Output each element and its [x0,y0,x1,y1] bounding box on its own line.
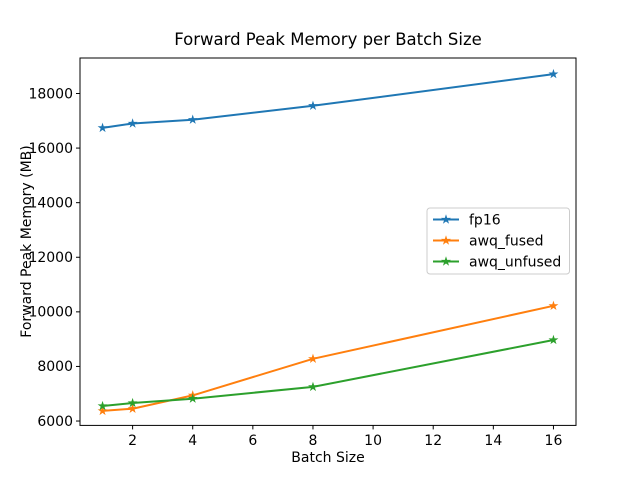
x-tick-label: 4 [188,433,197,449]
y-axis-label: Forward Peak Memory (MB) [19,145,35,337]
series-marker-fp16 [548,68,559,79]
y-tick-label: 12000 [28,250,73,266]
x-tick-label: 16 [545,433,563,449]
legend-marker [441,235,451,245]
y-tick-label: 8000 [37,359,73,375]
series-line-fp16 [101,73,555,129]
x-tick-label: 8 [309,433,318,449]
series-marker-awq_unfused [97,400,108,411]
series-marker-awq_unfused [548,334,559,345]
series-marker-awq_fused [308,353,318,364]
series-marker-awq_fused [548,300,559,311]
legend-marker [441,256,451,266]
series-marker-awq_fused [127,403,138,413]
legend-marker [441,214,451,224]
series-line-awq_unfused [101,339,555,407]
x-axis-label: Batch Size [291,450,364,466]
series-marker-awq_fused [97,405,108,416]
x-tick-label: 6 [248,433,257,449]
legend-label-fp16: fp16 [469,213,501,229]
y-tick-label: 16000 [28,141,73,157]
series-marker-fp16 [97,122,108,133]
series-marker-awq_unfused [187,393,198,403]
x-tick-label: 2 [128,433,137,449]
legend-box [426,207,570,275]
y-tick-label: 6000 [37,414,73,430]
x-tick-label: 12 [424,433,442,449]
legend-label-awq_unfused: awq_unfused [469,255,561,271]
axes-border [79,57,577,426]
series-marker-awq_unfused [308,381,318,392]
plot-area: 6000 8000 10000 12000 14000 16000 18000 2 4 6 8 10 1… [28,57,577,449]
y-tick-label: 14000 [28,195,73,211]
series-marker-fp16 [187,114,198,124]
chart-title: Forward Peak Memory per Batch Size [174,30,482,49]
series-marker-fp16 [308,100,318,110]
series-marker-awq_unfused [127,397,138,408]
series-marker-fp16 [127,118,138,128]
x-tick-label: 14 [484,433,502,449]
y-tick-label: 18000 [28,86,73,102]
series-line-awq_fused [101,304,555,412]
y-tick-label: 10000 [28,305,73,321]
legend-label-awq_fused: awq_fused [469,234,544,250]
x-tick-label: 10 [364,433,382,449]
